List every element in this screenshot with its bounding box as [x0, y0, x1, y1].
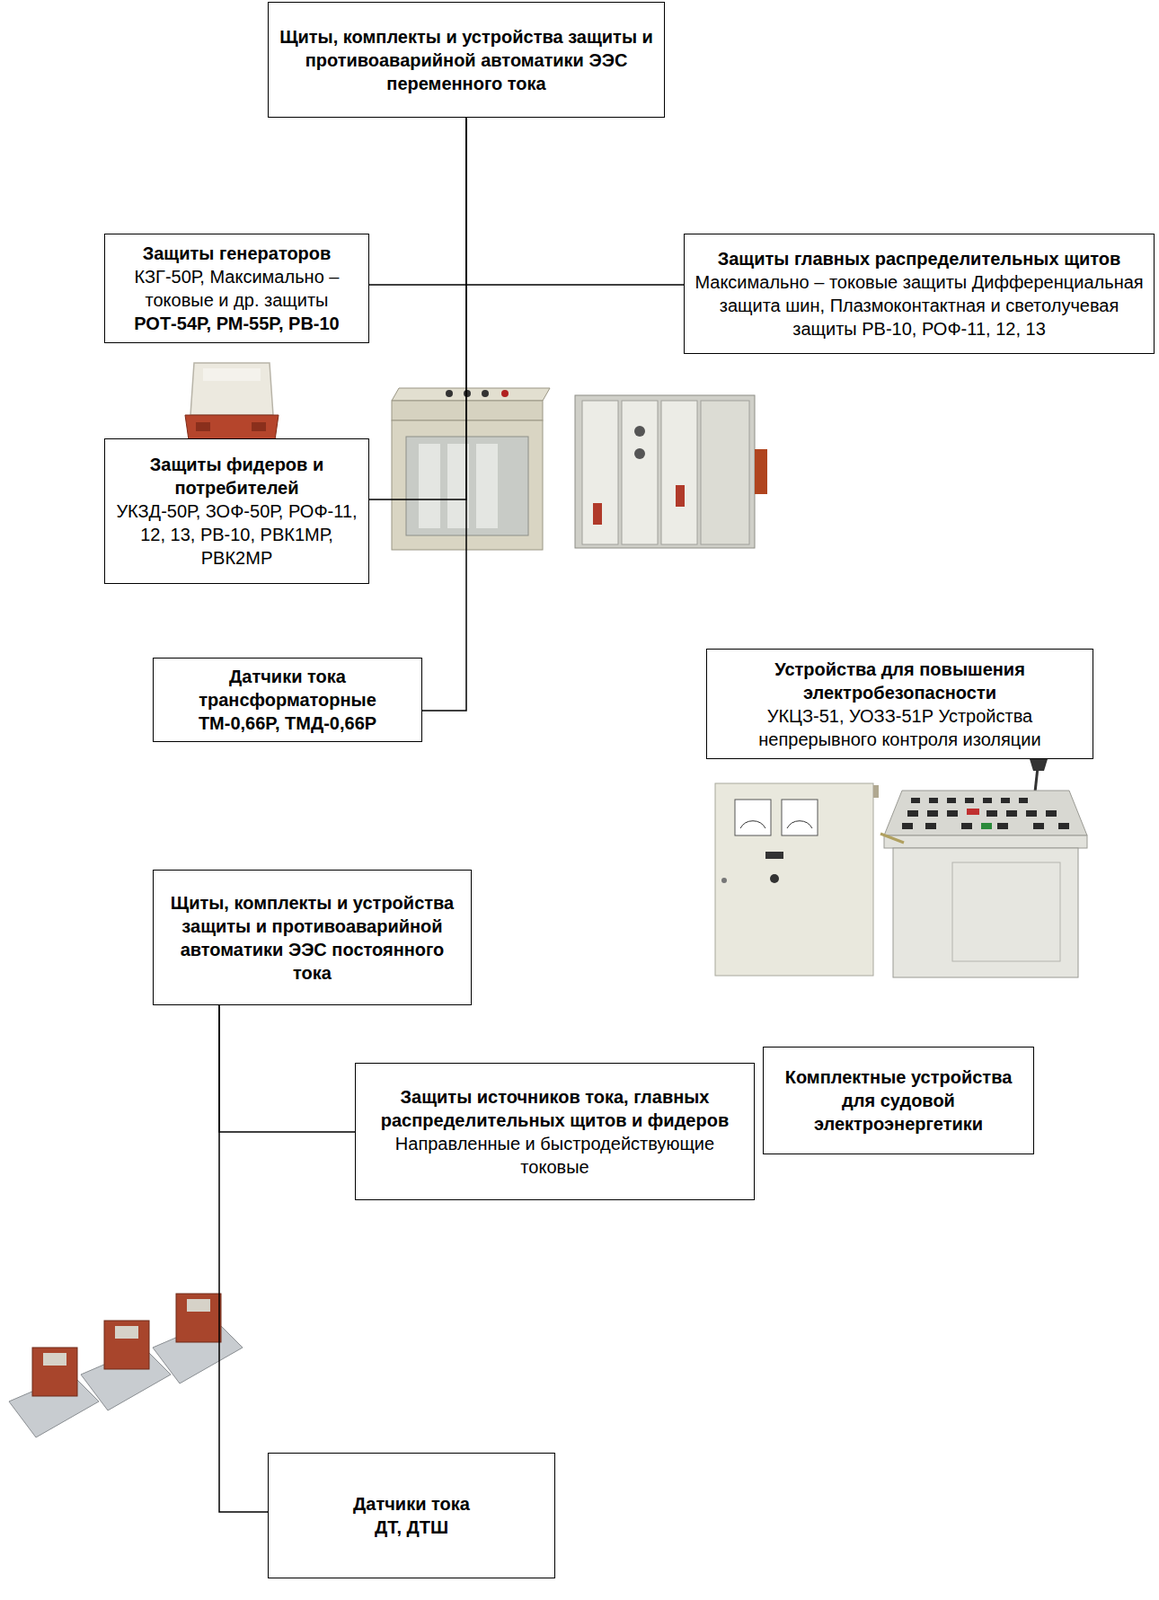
box-body: КЗГ-50Р, Максимально – токовые и др. защ…: [114, 265, 360, 312]
protection-box: Защиты фидеров и потребителейУКЗД-50Р, З…: [104, 438, 370, 584]
device-box: Устройства для повышения электробезопасн…: [706, 648, 1094, 760]
connector-line: [466, 117, 684, 285]
box-heading: Датчики тока: [353, 1492, 470, 1516]
connector-line: [422, 117, 467, 711]
box-heading: Защиты фидеров и потребителей: [114, 452, 360, 500]
relay-photo: [185, 362, 279, 441]
box-body: УКЦЗ-51, УОЗЗ-51Р Устройства непрерывног…: [716, 704, 1084, 752]
box-heading: Щиты, комплекты и устройства защиты и пр…: [277, 25, 655, 96]
box-body: Направленные и быстродействующие токовые: [364, 1132, 745, 1179]
box-heading: ДТ, ДТШ: [374, 1515, 449, 1540]
box-heading: Щиты, комплекты и устройства защиты и пр…: [162, 891, 462, 985]
connector-line: [369, 117, 467, 285]
switchboard-photo: [715, 783, 879, 976]
box-heading: Защиты главных распределительных щитов: [717, 247, 1122, 271]
box-heading: Комплектные устройства для судовой элект…: [772, 1065, 1025, 1136]
box-body: УКЗД-50Р, ЗОФ-50Р, РОФ-11, 12, 13, РВ-10…: [114, 499, 360, 570]
sensor-box: Датчики токаДТ, ДТШ: [267, 1452, 556, 1579]
protection-box: Защиты главных распределительных щитовМа…: [683, 233, 1155, 354]
box-heading: Устройства для повышения электробезопасн…: [716, 657, 1084, 705]
box-body: Максимально – токовые защиты Дифференциа…: [693, 270, 1145, 341]
relay-rack-photo: [575, 395, 768, 549]
protection-box: Защиты источников тока, главных распреде…: [354, 1062, 755, 1201]
box-heading: ТМ-0,66Р, ТМД-0,66Р: [198, 711, 377, 735]
dc-header-box: Щиты, комплекты и устройства защиты и пр…: [152, 869, 472, 1006]
sensor-box: Датчики тока трансформаторныеТМ-0,66Р, Т…: [152, 657, 423, 743]
box-heading: РОТ-54Р, РМ-55Р, РВ-10: [133, 311, 339, 336]
ac-header-box: Щиты, комплекты и устройства защиты и пр…: [267, 1, 665, 118]
protection-box: Защиты генераторовКЗГ-50Р, Максимально –…: [104, 233, 370, 344]
box-heading: Датчики тока трансформаторные: [162, 664, 413, 712]
protection-unit-photo: [391, 388, 550, 550]
control-console-photo: [880, 759, 1088, 978]
device-box: Комплектные устройства для судовой элект…: [762, 1046, 1035, 1155]
box-heading: Защиты источников тока, главных распреде…: [364, 1085, 745, 1133]
connector-line: [369, 117, 467, 500]
connector-line: [219, 1005, 268, 1513]
connector-line: [219, 1005, 355, 1133]
box-heading: Защиты генераторов: [142, 241, 332, 266]
busbar-sensor-photo: [8, 1293, 243, 1438]
